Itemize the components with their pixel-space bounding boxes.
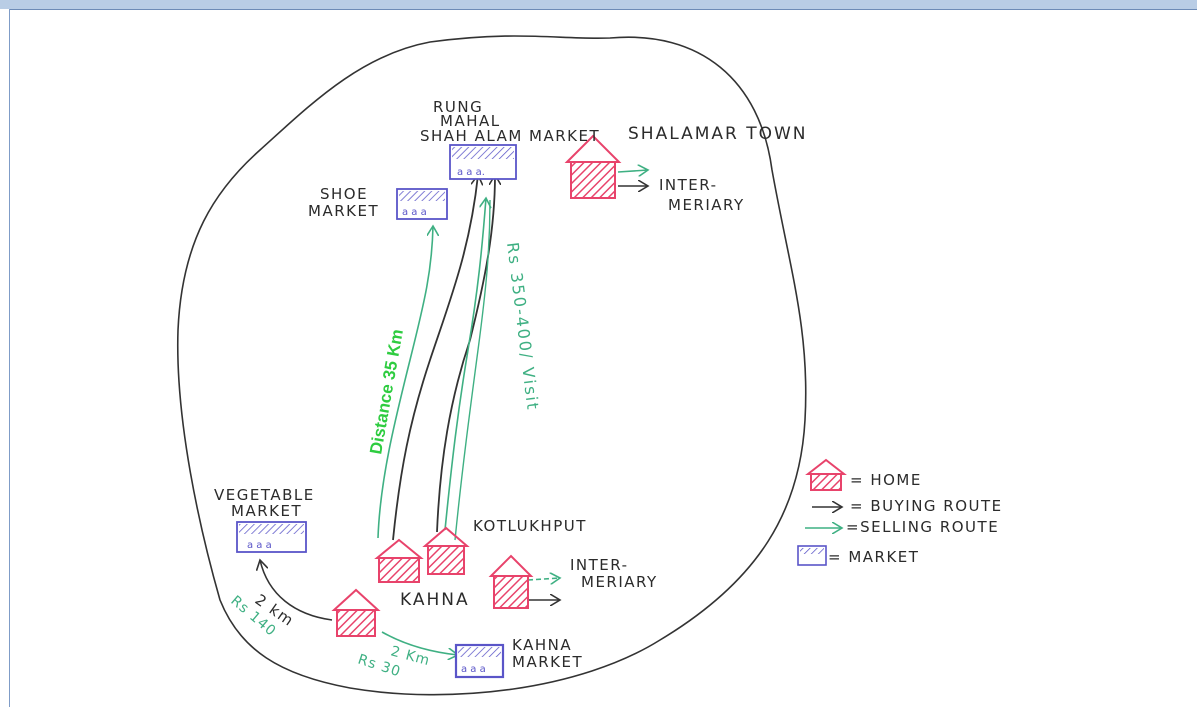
label-vegetable: VEGETABLE — [214, 486, 315, 504]
label-kahna: KAHNA — [400, 590, 470, 610]
legend-home-label: = HOME — [850, 471, 922, 489]
label-intermediary-mid-2: MERIARY — [581, 573, 658, 591]
home-kahna-2-icon — [488, 554, 534, 609]
window-left-border — [0, 9, 10, 707]
label-intermediary-top-1: INTER- — [659, 176, 718, 194]
legend-selling-label: =SELLING ROUTE — [846, 518, 999, 536]
buying-route-kotlukhput-to-shahalam — [436, 175, 495, 533]
label-cost-per-visit: Rs 350-400/ Visit — [503, 241, 543, 412]
legend-market-icon — [797, 545, 827, 566]
svg-text:a a a: a a a — [461, 664, 486, 675]
legend-buying-label: = BUYING ROUTE — [850, 497, 1003, 515]
label-rung: RUNG — [433, 98, 483, 116]
label-shalamar-town: SHALAMAR TOWN — [628, 124, 808, 144]
svg-text:a a a: a a a — [402, 207, 427, 218]
label-shah-alam-market: SHAH ALAM MARKET — [420, 127, 600, 145]
label-kahna-market-2: MARKET — [512, 653, 583, 671]
legend: = HOME = BUYING ROUTE =SELLING ROUTE = M… — [797, 458, 1003, 566]
home-kahna-3-icon — [331, 588, 381, 637]
label-vegetable-market: MARKET — [231, 502, 302, 520]
market-shah-alam-icon: a a a. — [449, 144, 517, 180]
market-kahna-icon: a a a — [454, 643, 505, 679]
market-vegetable-icon: a a a — [236, 521, 307, 553]
market-shoe-icon: a a a — [396, 188, 448, 220]
selling-route-to-shahalam-1 — [444, 198, 486, 531]
selling-route-to-shoe-market — [377, 226, 433, 539]
label-kahna-market-1: KAHNA — [512, 636, 572, 654]
label-shoe-market: MARKET — [308, 202, 379, 220]
label-intermediary-top-2: MERIARY — [668, 196, 745, 214]
legend-home-icon — [805, 458, 847, 491]
home-kotlukhput-icon — [422, 526, 470, 575]
label-shoe: SHOE — [320, 185, 368, 203]
legend-market-label: = MARKET — [828, 548, 919, 566]
region-boundary — [176, 35, 807, 696]
selling-route-to-intermediary-top — [617, 170, 648, 172]
svg-text:a a a: a a a — [247, 540, 272, 551]
home-shalamar-icon — [564, 134, 622, 199]
label-distance: Distance 35 Km — [366, 328, 407, 456]
selling-route-to-intermediary-mid — [527, 578, 560, 580]
label-mahal: MAHAL — [440, 112, 501, 130]
label-kotlukhput: KOTLUKHPUT — [473, 517, 587, 535]
label-intermediary-mid-1: INTER- — [570, 556, 629, 574]
window-top-border — [0, 0, 1197, 10]
selling-route-to-kahna-market — [381, 631, 458, 655]
selling-route-to-shahalam-2 — [454, 199, 491, 541]
home-kahna-1-icon — [374, 538, 424, 583]
buying-route-kahna-to-shahalam — [392, 175, 478, 541]
svg-text:a a a.: a a a. — [457, 167, 485, 178]
buying-route-to-vegetable-market — [260, 560, 333, 621]
